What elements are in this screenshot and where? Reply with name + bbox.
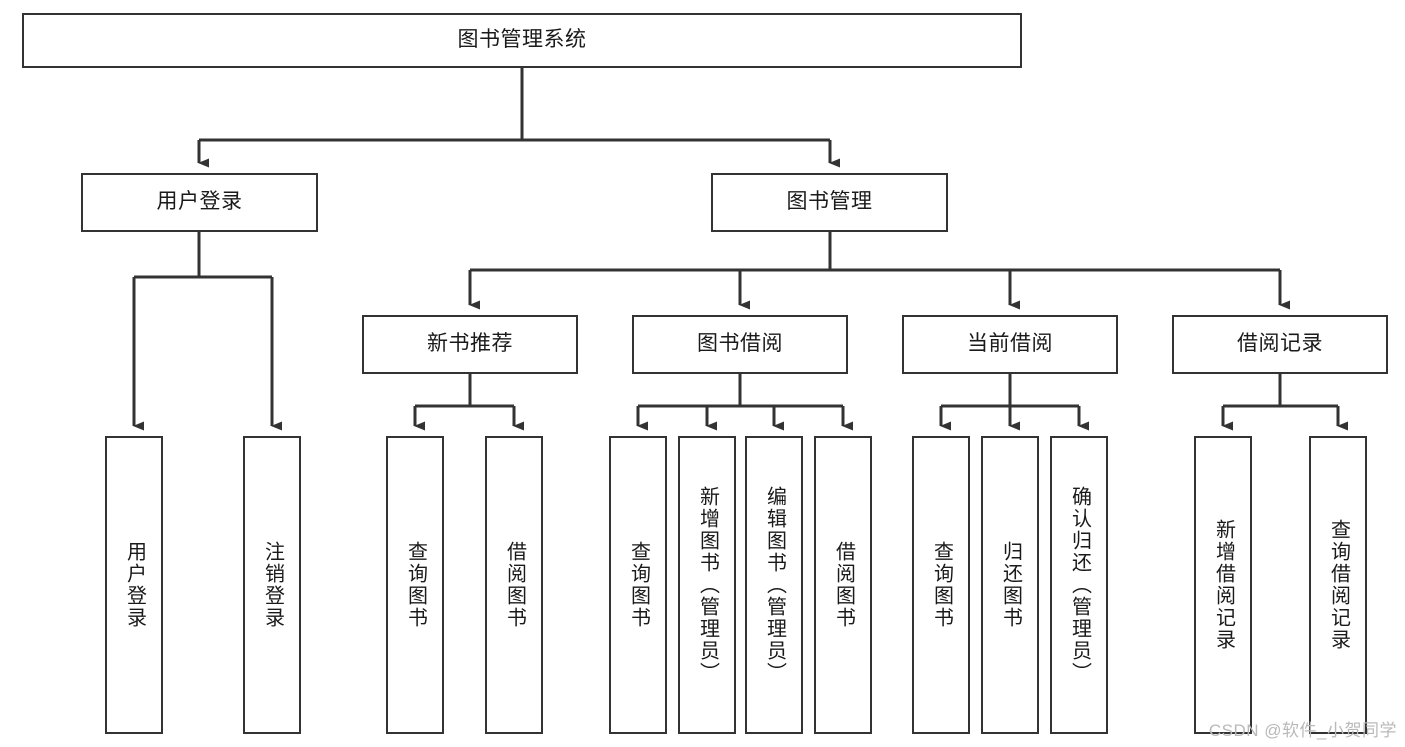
node-label: 图书管理系统 <box>457 28 587 52</box>
node-leaf-add-book[interactable]: 新增图书（管理员） <box>678 436 736 734</box>
node-leaf-query-book-3[interactable]: 查询图书 <box>912 436 970 734</box>
node-label: 确认归还（管理员） <box>1068 486 1091 684</box>
node-leaf-edit-book[interactable]: 编辑图书（管理员） <box>745 436 803 734</box>
node-label: 查询图书 <box>404 541 427 629</box>
node-borrow-record[interactable]: 借阅记录 <box>1172 315 1388 374</box>
node-leaf-query-book-1[interactable]: 查询图书 <box>386 436 444 734</box>
node-leaf-add-record[interactable]: 新增借阅记录 <box>1194 436 1252 734</box>
node-label: 新书推荐 <box>427 332 513 356</box>
node-root-book-management-system[interactable]: 图书管理系统 <box>22 13 1022 68</box>
node-book-borrow[interactable]: 图书借阅 <box>632 315 848 374</box>
node-current-borrow[interactable]: 当前借阅 <box>902 315 1118 374</box>
node-leaf-confirm-return[interactable]: 确认归还（管理员） <box>1050 436 1108 734</box>
node-leaf-return-book[interactable]: 归还图书 <box>981 436 1039 734</box>
node-leaf-borrow-book-2[interactable]: 借阅图书 <box>814 436 872 734</box>
node-book-manage[interactable]: 图书管理 <box>711 173 948 232</box>
node-label: 用户登录 <box>123 541 146 629</box>
node-label: 查询图书 <box>627 541 650 629</box>
node-label: 归还图书 <box>999 541 1022 629</box>
node-label: 借阅图书 <box>832 541 855 629</box>
node-label: 当前借阅 <box>967 332 1053 356</box>
node-user-login[interactable]: 用户登录 <box>81 173 318 232</box>
node-new-book-recommend[interactable]: 新书推荐 <box>362 315 578 374</box>
node-label: 借阅记录 <box>1237 332 1323 356</box>
node-label: 用户登录 <box>156 190 243 214</box>
node-label: 图书借阅 <box>697 332 783 356</box>
node-leaf-user-login[interactable]: 用户登录 <box>105 436 163 734</box>
node-label: 编辑图书（管理员） <box>763 486 786 684</box>
node-label: 新增图书（管理员） <box>696 486 719 684</box>
node-label: 借阅图书 <box>503 541 526 629</box>
node-leaf-borrow-book-1[interactable]: 借阅图书 <box>485 436 543 734</box>
node-label: 新增借阅记录 <box>1212 519 1235 651</box>
node-label: 图书管理 <box>786 190 873 214</box>
node-leaf-user-logout[interactable]: 注销登录 <box>243 436 301 734</box>
node-leaf-query-book-2[interactable]: 查询图书 <box>609 436 667 734</box>
node-label: 查询借阅记录 <box>1327 519 1350 651</box>
csdn-watermark: CSDN @软件_小贺同学 <box>1208 721 1397 740</box>
node-label: 注销登录 <box>261 541 284 629</box>
node-label: 查询图书 <box>930 541 953 629</box>
node-leaf-query-record[interactable]: 查询借阅记录 <box>1309 436 1367 734</box>
